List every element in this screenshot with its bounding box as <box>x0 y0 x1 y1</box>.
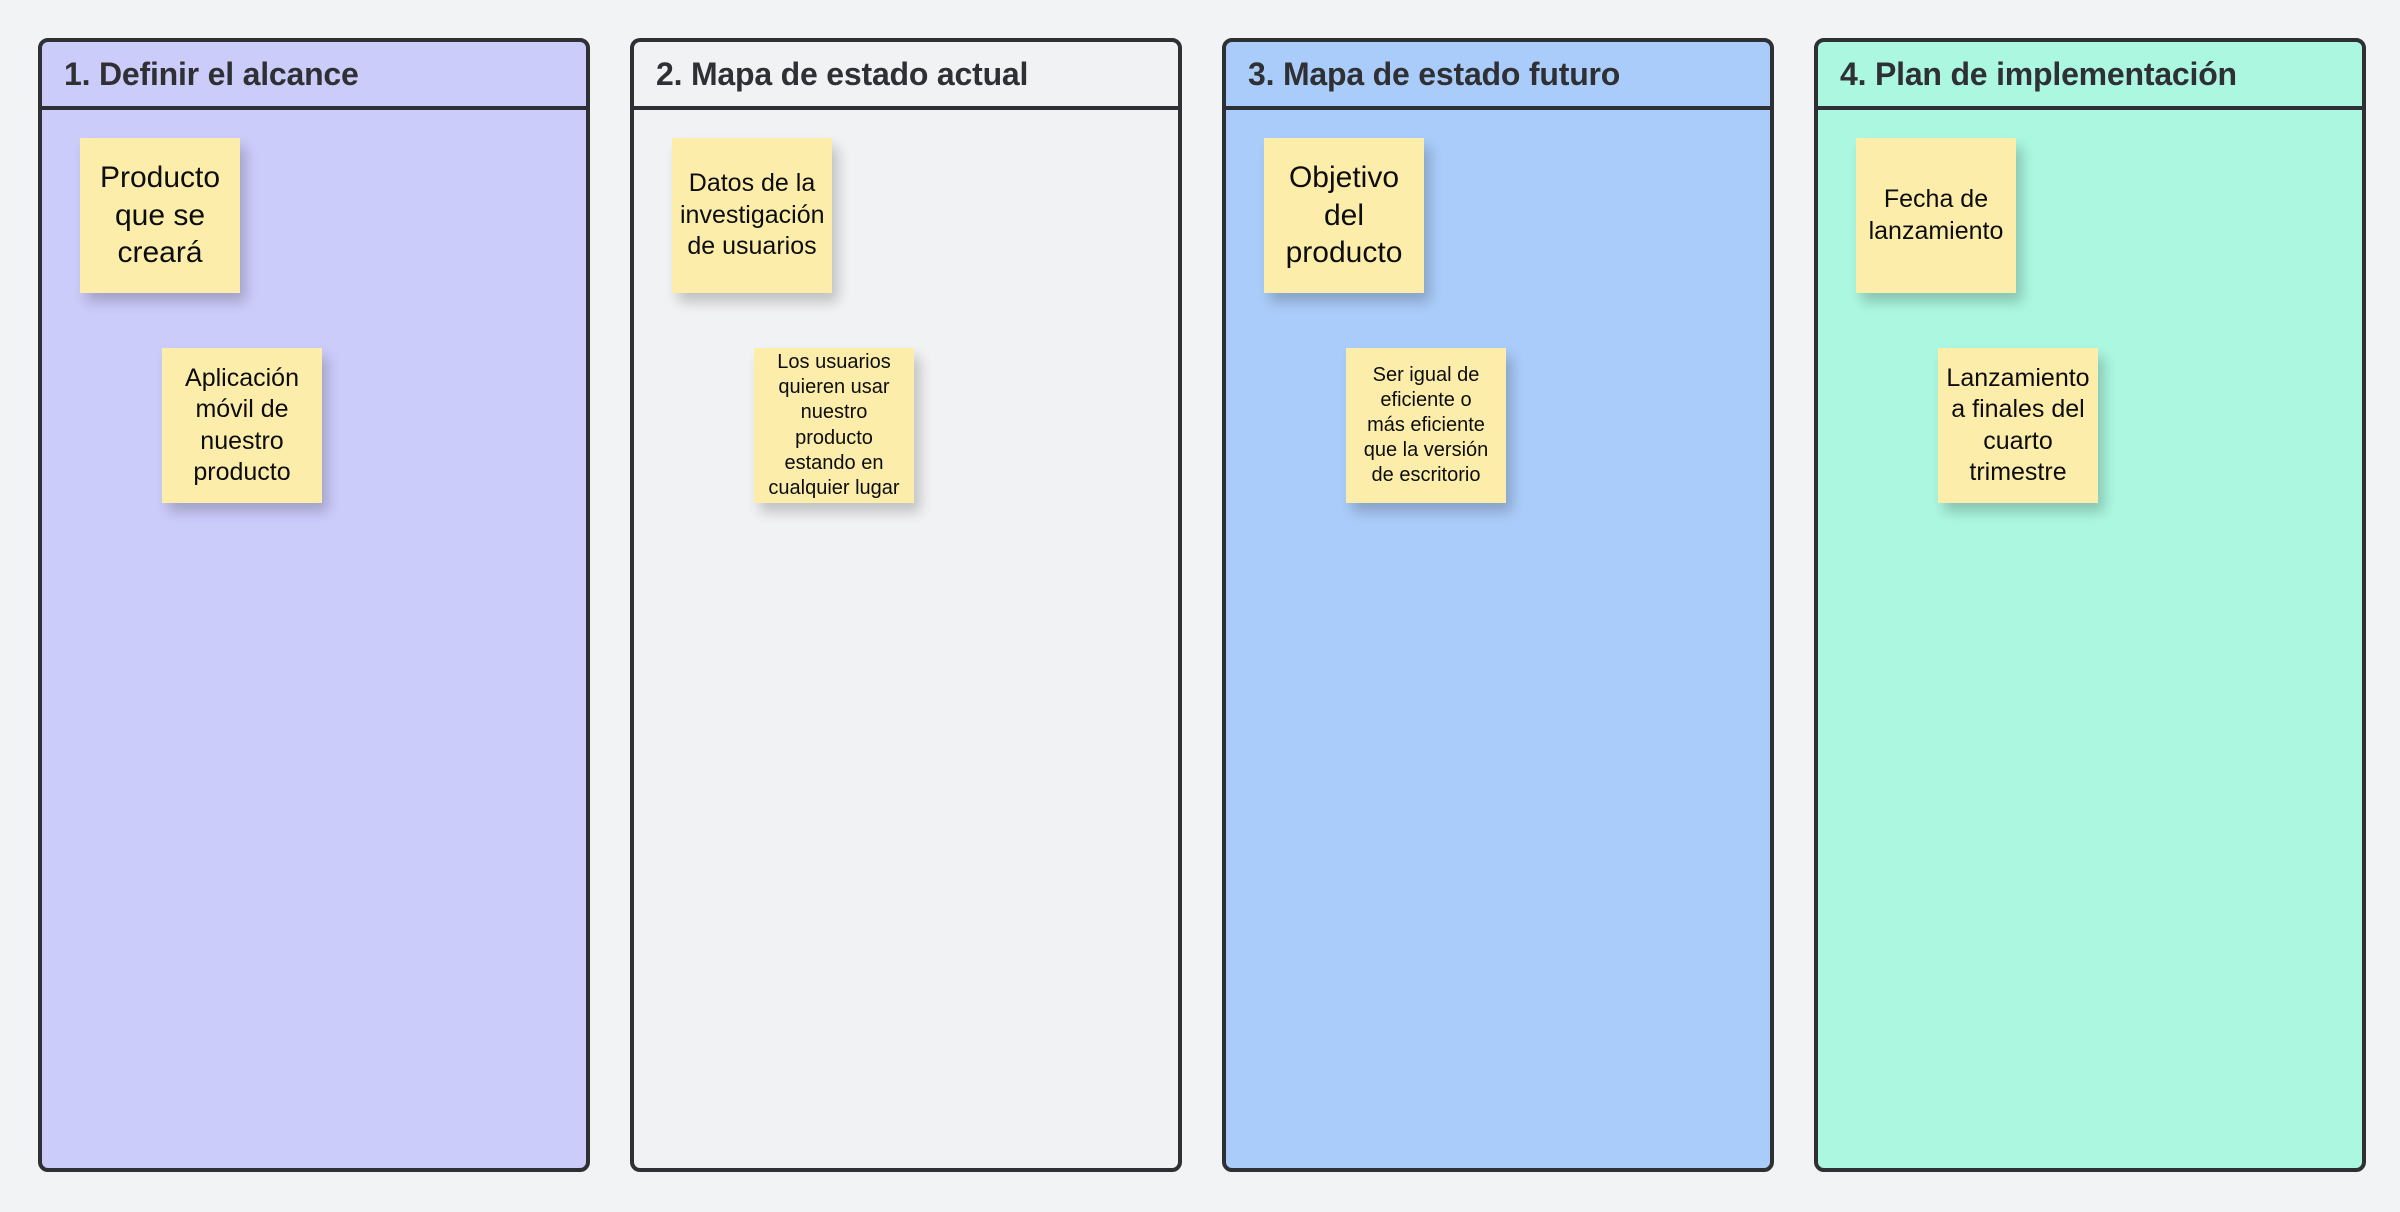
sticky-note-text: Lanzamiento a finales del cuarto trimest… <box>1946 363 2090 487</box>
sticky-note-text: Objetivo del producto <box>1285 160 1403 270</box>
sticky-note-text: Aplicación móvil de nuestro producto <box>185 363 299 487</box>
column-header-2: 2. Mapa de estado actual <box>634 42 1178 110</box>
sticky-note-text: Datos de la investigación de usuarios <box>680 169 825 261</box>
sticky-note-text: Fecha de lanzamiento <box>1868 185 2004 245</box>
sticky-note-text: Ser igual de eficiente o más eficiente q… <box>1363 363 1489 487</box>
sticky-note[interactable]: Lanzamiento a finales del cuarto trimest… <box>1938 348 2098 503</box>
sticky-note-text: Los usuarios quieren usar nuestro produc… <box>768 350 900 499</box>
sticky-note[interactable]: Fecha de lanzamiento <box>1856 138 2016 293</box>
sticky-note[interactable]: Ser igual de eficiente o más eficiente q… <box>1346 348 1506 503</box>
sticky-note[interactable]: Objetivo del producto <box>1264 138 1424 293</box>
column-title-2: 2. Mapa de estado actual <box>656 55 1029 92</box>
column-title-4: 4. Plan de implementación <box>1840 55 2237 92</box>
sticky-note[interactable]: Producto que se creará <box>80 138 240 293</box>
column-title-3: 3. Mapa de estado futuro <box>1248 55 1621 92</box>
column-title-1: 1. Definir el alcance <box>64 55 359 92</box>
column-header-1: 1. Definir el alcance <box>42 42 586 110</box>
column-header-4: 4. Plan de implementación <box>1818 42 2362 110</box>
sticky-note[interactable]: Los usuarios quieren usar nuestro produc… <box>754 348 914 503</box>
column-header-3: 3. Mapa de estado futuro <box>1226 42 1770 110</box>
sticky-note[interactable]: Datos de la investigación de usuarios <box>672 138 832 293</box>
sticky-note[interactable]: Aplicación móvil de nuestro producto <box>162 348 322 503</box>
sticky-note-text: Producto que se creará <box>99 160 221 270</box>
